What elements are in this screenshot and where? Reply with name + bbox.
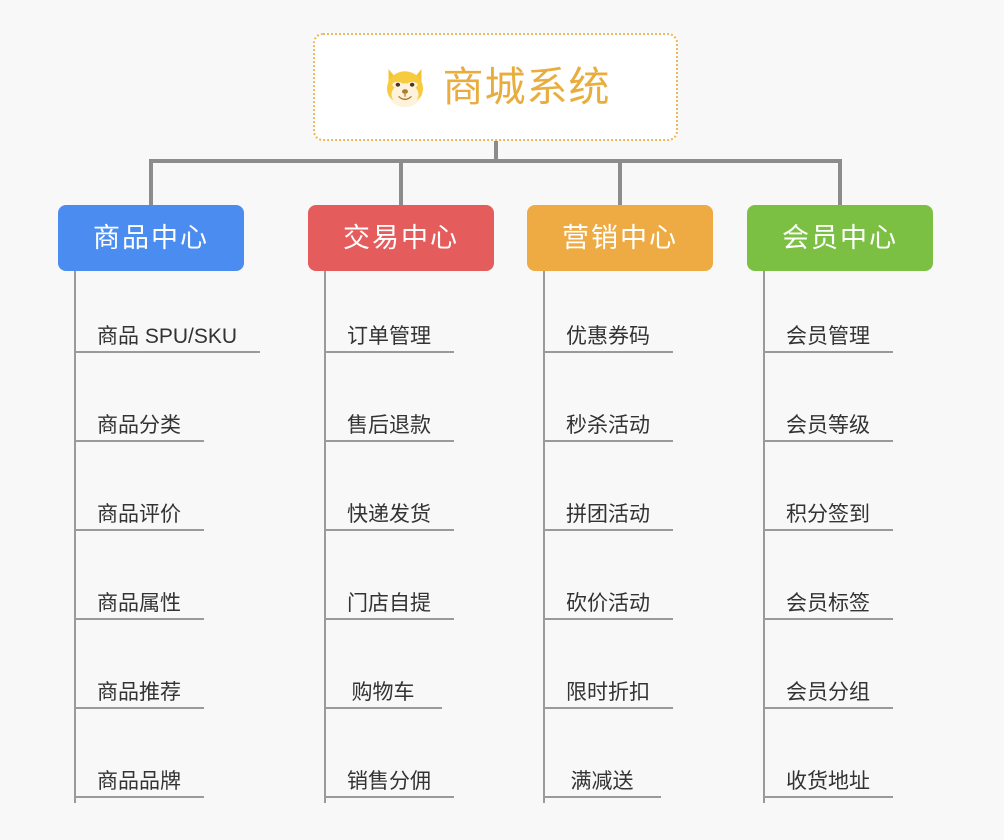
leaf-underline bbox=[324, 796, 454, 798]
leaf-label: 满减送 bbox=[570, 770, 634, 793]
column-spine bbox=[763, 271, 765, 803]
category-label: 交易中心 bbox=[343, 222, 459, 253]
connector-drop-1 bbox=[149, 159, 153, 207]
column-spine bbox=[543, 271, 545, 803]
leaf-label: 商品 SPU/SKU bbox=[96, 325, 238, 348]
leaf-label: 商品推荐 bbox=[97, 681, 181, 704]
leaf-underline bbox=[763, 529, 893, 531]
category-label: 会员中心 bbox=[782, 222, 898, 253]
leaf-underline bbox=[324, 618, 454, 620]
leaf-underline bbox=[543, 440, 673, 442]
leaf-underline bbox=[324, 351, 454, 353]
leaf-underline bbox=[543, 351, 673, 353]
category-box-3[interactable]: 营销中心 bbox=[527, 205, 713, 271]
leaf-label: 积分签到 bbox=[786, 503, 870, 526]
shiba-dog-face-icon bbox=[386, 69, 423, 108]
leaf-underline bbox=[74, 351, 260, 353]
leaf-label: 购物车 bbox=[351, 681, 415, 704]
root-title: 商城系统 bbox=[442, 63, 611, 110]
leaf-label: 商品品牌 bbox=[97, 770, 181, 793]
leaf-label: 商品评价 bbox=[97, 503, 181, 526]
leaf-underline bbox=[74, 707, 204, 709]
category-box-4[interactable]: 会员中心 bbox=[747, 205, 933, 271]
leaf-underline bbox=[543, 618, 673, 620]
leaf-label: 会员管理 bbox=[786, 325, 870, 348]
leaf-underline bbox=[543, 529, 673, 531]
leaf-underline bbox=[763, 796, 893, 798]
connector-root-stem bbox=[494, 141, 498, 163]
leaf-label: 商品属性 bbox=[97, 592, 181, 615]
leaf-label: 订单管理 bbox=[347, 325, 431, 348]
leaf-underline bbox=[763, 440, 893, 442]
leaf-label: 会员等级 bbox=[786, 414, 870, 437]
leaf-underline bbox=[543, 796, 661, 798]
leaf-underline bbox=[324, 529, 454, 531]
leaf-column-1: 商品 SPU/SKU 商品分类商品评价商品属性商品推荐商品品牌 bbox=[60, 271, 310, 803]
leaf-label: 商品分类 bbox=[97, 414, 181, 437]
leaf-label: 快递发货 bbox=[347, 503, 431, 526]
category-label: 营销中心 bbox=[562, 222, 678, 253]
leaf-label: 秒杀活动 bbox=[566, 414, 650, 437]
leaf-label: 限时折扣 bbox=[566, 681, 650, 704]
leaf-label: 会员分组 bbox=[786, 681, 870, 704]
category-box-1[interactable]: 商品中心 bbox=[58, 205, 244, 271]
category-label: 商品中心 bbox=[93, 222, 209, 253]
leaf-column-4: 会员管理会员等级积分签到会员标签会员分组收货地址 bbox=[749, 271, 999, 803]
leaf-column-3: 优惠券码秒杀活动拼团活动砍价活动限时折扣满减送 bbox=[529, 271, 779, 803]
leaf-label: 砍价活动 bbox=[566, 592, 650, 615]
leaf-underline bbox=[74, 796, 204, 798]
leaf-label: 门店自提 bbox=[347, 592, 431, 615]
leaf-label: 优惠券码 bbox=[566, 325, 650, 348]
leaf-underline bbox=[763, 351, 893, 353]
leaf-underline bbox=[763, 707, 893, 709]
connector-drop-2 bbox=[399, 159, 403, 207]
leaf-underline bbox=[74, 529, 204, 531]
leaf-underline bbox=[763, 618, 893, 620]
leaf-underline bbox=[74, 440, 204, 442]
leaf-column-2: 订单管理售后退款快递发货门店自提购物车销售分佣 bbox=[310, 271, 560, 803]
column-spine bbox=[324, 271, 326, 803]
leaf-label: 销售分佣 bbox=[347, 770, 431, 793]
column-spine bbox=[74, 271, 76, 803]
connector-drop-3 bbox=[618, 159, 622, 207]
leaf-underline bbox=[324, 707, 442, 709]
leaf-underline bbox=[543, 707, 673, 709]
root-node[interactable]: 商城系统 bbox=[313, 33, 678, 141]
connector-drop-4 bbox=[838, 159, 842, 207]
leaf-underline bbox=[324, 440, 454, 442]
leaf-label: 拼团活动 bbox=[566, 503, 650, 526]
leaf-label: 会员标签 bbox=[786, 592, 870, 615]
connector-horizontal-bus bbox=[149, 159, 841, 163]
leaf-label: 售后退款 bbox=[347, 414, 431, 437]
leaf-label: 收货地址 bbox=[786, 770, 870, 793]
category-box-2[interactable]: 交易中心 bbox=[308, 205, 494, 271]
leaf-underline bbox=[74, 618, 204, 620]
